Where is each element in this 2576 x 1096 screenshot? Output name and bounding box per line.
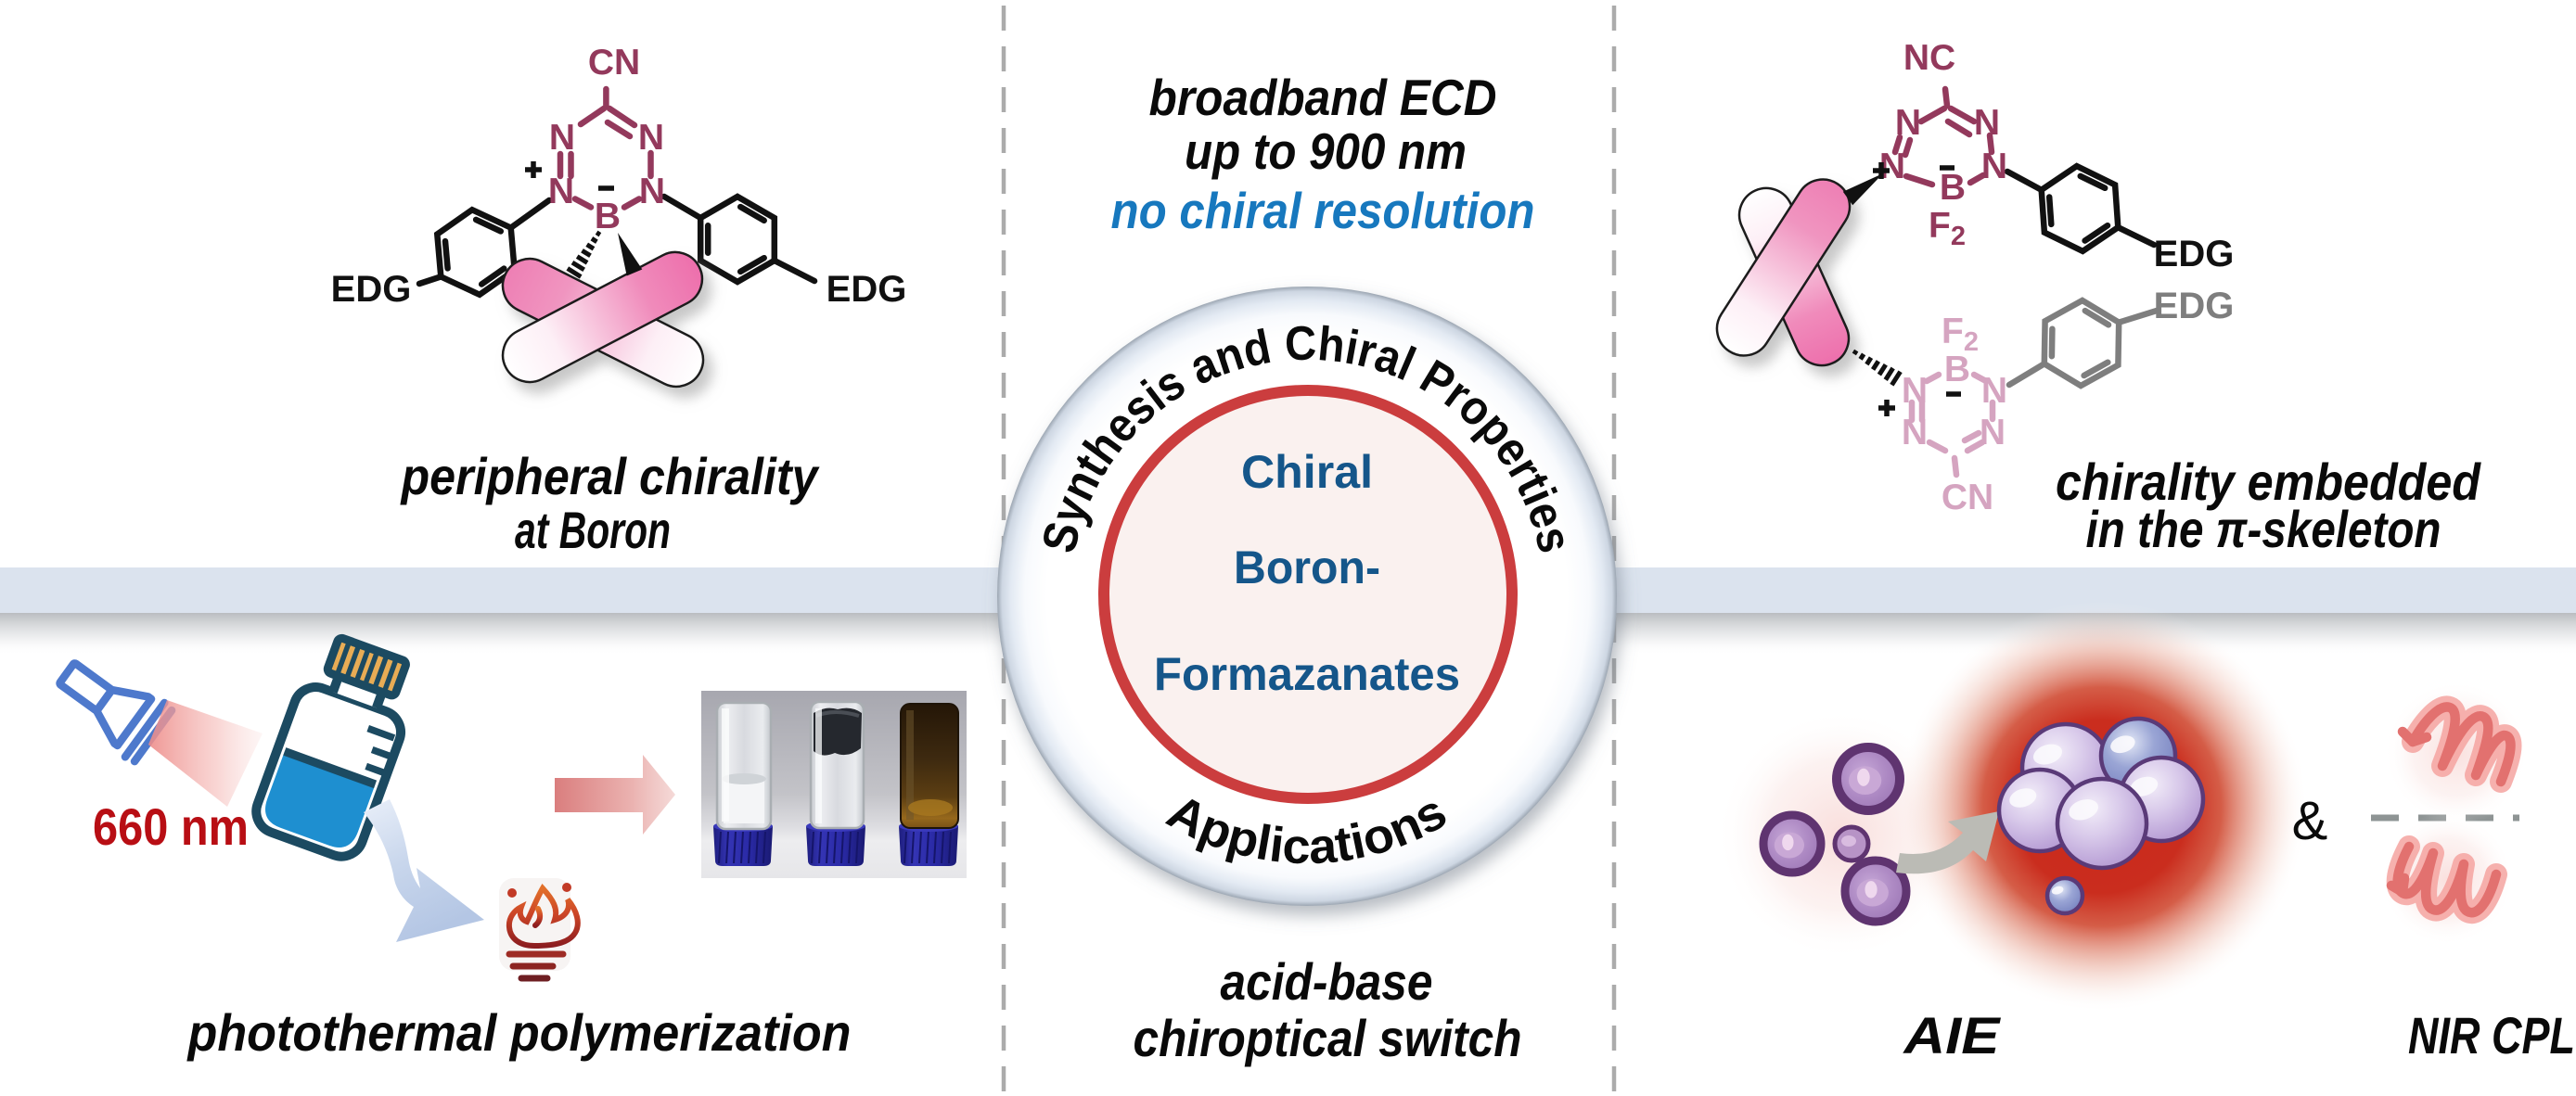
svg-text:N: N [1980, 413, 2006, 452]
svg-text:Formazanates: Formazanates [1154, 648, 1460, 700]
svg-text:peripheral chirality: peripheral chirality [400, 447, 820, 505]
svg-text:EDG: EDG [2154, 234, 2235, 274]
svg-text:&: & [2292, 791, 2328, 851]
svg-text:N: N [549, 118, 575, 158]
svg-text:in the π-skeleton: in the π-skeleton [2086, 500, 2441, 558]
svg-text:chiroptical switch: chiroptical switch [1134, 1009, 1522, 1067]
svg-text:at Boron: at Boron [515, 501, 671, 559]
svg-text:AIE: AIE [1902, 1006, 2001, 1064]
svg-text:660 nm: 660 nm [93, 797, 249, 856]
svg-text:B: B [595, 197, 621, 236]
svg-text:N: N [1981, 371, 2007, 411]
svg-text:N: N [1902, 413, 1928, 452]
svg-text:CN: CN [588, 43, 640, 83]
svg-text:N: N [1902, 371, 1928, 411]
svg-text:NC: NC [1903, 38, 1955, 78]
svg-text:NIR CPL: NIR CPL [2408, 1006, 2575, 1064]
svg-text:N: N [639, 172, 665, 211]
svg-text:up to 900 nm: up to 900 nm [1185, 122, 1467, 180]
svg-text:Boron-: Boron- [1234, 542, 1380, 593]
svg-text:B: B [1944, 350, 1970, 389]
svg-text:EDG: EDG [2154, 286, 2235, 326]
svg-text:N: N [1895, 103, 1921, 143]
svg-text:acid-base: acid-base [1221, 952, 1433, 1011]
svg-text:EDG: EDG [331, 269, 412, 310]
svg-text:N: N [1974, 103, 2000, 143]
svg-text:EDG: EDG [827, 269, 907, 310]
svg-text:Chiral: Chiral [1241, 446, 1373, 498]
svg-text:B: B [1940, 168, 1966, 208]
svg-text:CN: CN [1942, 478, 1993, 517]
svg-text:no chiral resolution: no chiral resolution [1111, 182, 1535, 239]
svg-text:broadband ECD: broadband ECD [1149, 69, 1497, 126]
svg-text:N: N [1981, 147, 2007, 186]
svg-text:chirality embedded: chirality embedded [2056, 452, 2482, 511]
svg-text:photothermal polymerization: photothermal polymerization [186, 1003, 852, 1062]
svg-text:N: N [638, 118, 664, 158]
svg-text:N: N [548, 172, 574, 211]
